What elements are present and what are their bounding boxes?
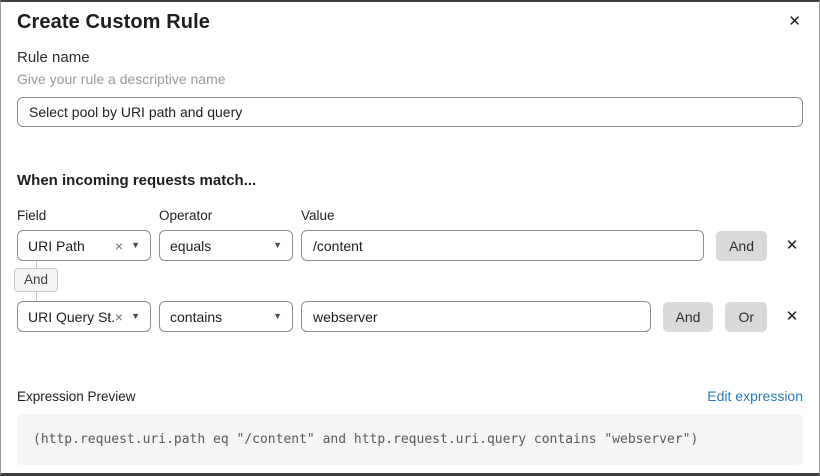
match-row: URI Path × ▼ equals ▼ And ✕ [17, 230, 803, 261]
value-input[interactable] [301, 230, 705, 261]
and-connector: And [13, 261, 59, 301]
chevron-down-icon: ▼ [273, 311, 282, 321]
value-column-label: Value [301, 208, 335, 223]
operator-select[interactable]: contains ▼ [159, 301, 293, 332]
remove-row-icon[interactable]: ✕ [785, 308, 799, 325]
rule-name-input[interactable] [17, 97, 803, 127]
chevron-down-icon: ▼ [273, 240, 282, 250]
field-select[interactable]: URI Query St... × ▼ [17, 301, 151, 332]
edit-expression-link[interactable]: Edit expression [707, 388, 803, 404]
add-and-condition-button[interactable]: And [716, 230, 767, 261]
expression-preview-label: Expression Preview [17, 389, 136, 404]
rule-name-label: Rule name [17, 49, 90, 66]
connector-line-bottom [35, 292, 37, 301]
chevron-down-icon: ▼ [131, 311, 140, 321]
column-labels: Field Operator Value [17, 208, 803, 223]
expression-preview-section: Expression Preview Edit expression (http… [17, 388, 803, 465]
field-select-value: URI Path [28, 237, 85, 254]
dialog-header: Create Custom Rule ✕ [17, 2, 803, 34]
expression-preview-header: Expression Preview Edit expression [17, 388, 803, 404]
operator-select-value: equals [170, 237, 212, 254]
value-input[interactable] [301, 301, 651, 332]
match-row: URI Query St... × ▼ contains ▼ And Or ✕ [17, 301, 803, 332]
match-heading: When incoming requests match... [17, 172, 257, 189]
remove-row-icon[interactable]: ✕ [785, 237, 799, 254]
operator-column-label: Operator [159, 208, 213, 223]
clear-field-icon[interactable]: × [114, 308, 124, 325]
add-and-condition-button[interactable]: And [662, 301, 714, 332]
expression-code-block: (http.request.uri.path eq "/content" and… [17, 414, 803, 465]
chevron-down-icon: ▼ [131, 240, 140, 250]
close-icon[interactable]: ✕ [788, 13, 801, 30]
dialog-title: Create Custom Rule [17, 11, 210, 33]
rule-name-hint: Give your rule a descriptive name [17, 71, 226, 87]
field-column-label: Field [17, 208, 47, 223]
connector-and-badge: And [13, 268, 59, 292]
operator-select[interactable]: equals ▼ [159, 230, 293, 261]
add-or-condition-button[interactable]: Or [725, 301, 767, 332]
connector-line-top [35, 261, 37, 268]
operator-select-value: contains [170, 308, 223, 325]
match-section: When incoming requests match... Field Op… [13, 172, 803, 332]
clear-field-icon[interactable]: × [114, 237, 124, 254]
field-select[interactable]: URI Path × ▼ [17, 230, 151, 261]
rule-name-section: Rule name Give your rule a descriptive n… [17, 49, 803, 127]
field-select-value: URI Query St... [28, 308, 115, 325]
